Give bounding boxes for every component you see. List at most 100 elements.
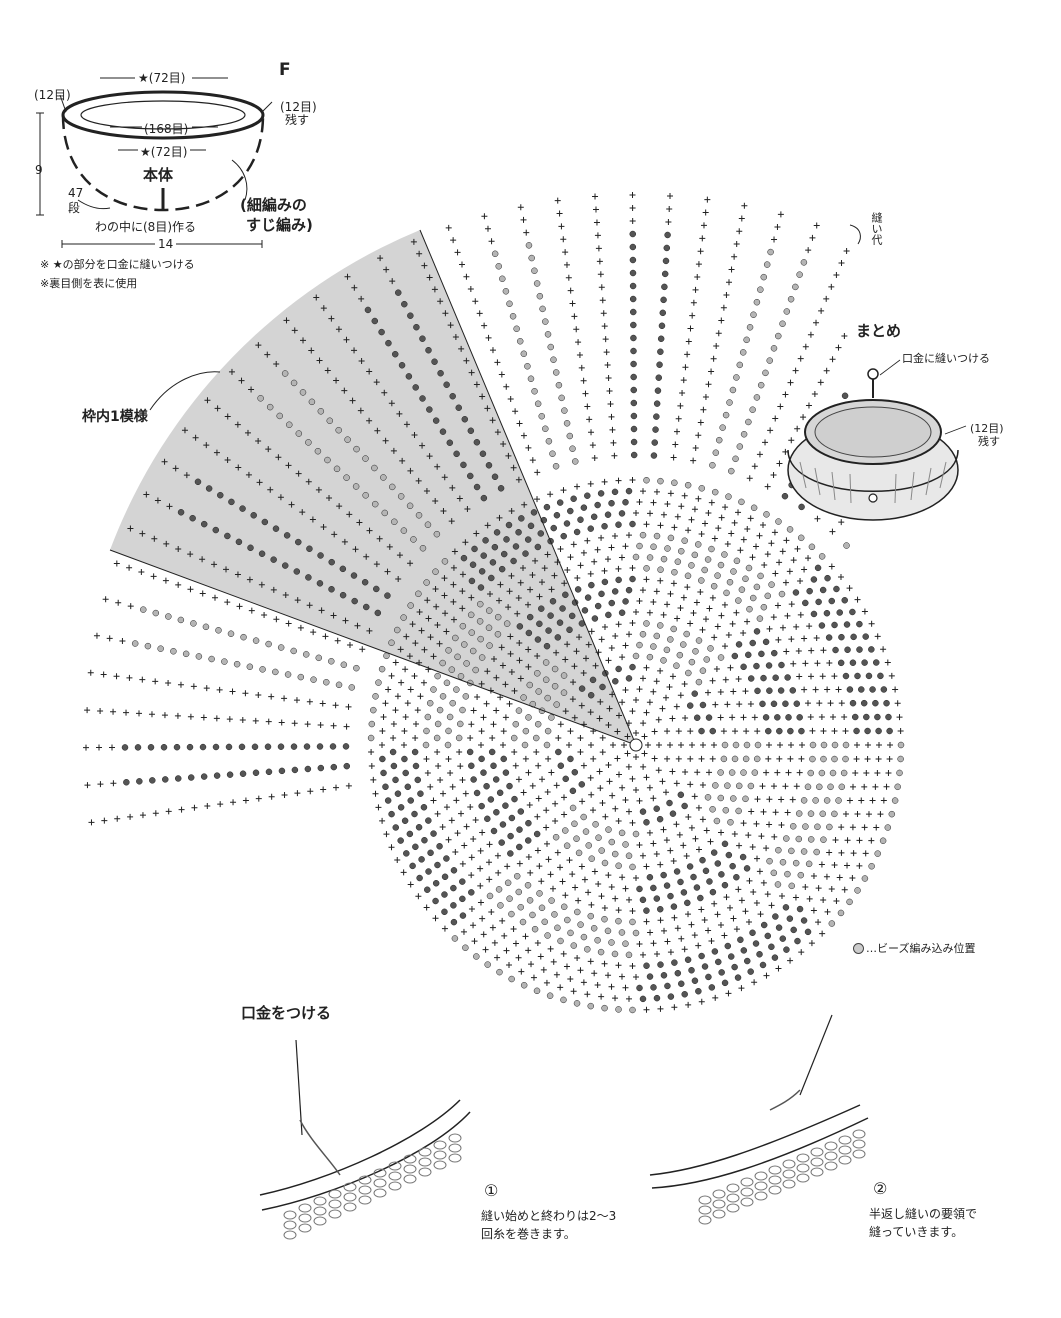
bead-mark [520, 982, 528, 989]
bead-mark [293, 568, 301, 575]
stitch-mark [328, 315, 335, 322]
bead-mark [788, 847, 795, 855]
stitch-mark [545, 755, 552, 762]
stitch-mark [854, 811, 861, 818]
bead-mark [815, 598, 822, 606]
bead-mark [516, 338, 524, 345]
bead-mark [658, 322, 666, 330]
stitch-mark [872, 783, 879, 790]
bead-mark [844, 646, 851, 654]
stitch-mark [562, 656, 569, 663]
bead-mark [646, 653, 654, 661]
stitch-mark [457, 810, 464, 817]
bead-mark [486, 642, 493, 649]
bead-mark [854, 887, 861, 894]
bead-mark [897, 741, 905, 749]
bead-mark [493, 529, 501, 536]
stitch-mark [809, 234, 816, 241]
stitch-mark [708, 368, 715, 375]
stitch-mark [295, 470, 302, 477]
bead-mark [818, 769, 826, 777]
bead-mark [472, 666, 479, 674]
bead-mark [526, 681, 534, 689]
stitch-mark [671, 1004, 678, 1011]
stitch-mark [802, 343, 809, 350]
stitch-mark [585, 889, 592, 896]
bead-mark [413, 323, 420, 331]
bead-mark [452, 634, 459, 642]
bead-mark [653, 532, 661, 540]
stitch-mark [562, 708, 569, 715]
stitch-mark [595, 880, 602, 887]
stitch-mark [770, 472, 777, 479]
stitch-mark [434, 621, 441, 628]
stitch-mark [831, 862, 838, 869]
bead-mark [525, 819, 532, 827]
stitch-mark [675, 415, 682, 422]
bead-mark [537, 530, 545, 537]
stitch-mark [343, 336, 350, 343]
bead-mark [691, 977, 699, 984]
stitch-mark [377, 255, 384, 262]
stitch-mark [720, 728, 727, 735]
stitch-mark [498, 371, 505, 378]
stitch-mark [414, 707, 421, 714]
bead-mark [450, 918, 458, 926]
stitch-mark [758, 833, 765, 840]
stitch-mark [594, 546, 601, 553]
bead-mark [317, 764, 325, 772]
bead-mark [531, 388, 538, 395]
stitch-mark [309, 516, 316, 523]
stitch-mark [423, 487, 430, 494]
bead-mark [858, 686, 865, 693]
bead-mark [771, 649, 778, 657]
bead-mark [753, 662, 760, 670]
stitch-mark [547, 491, 554, 498]
bead-mark [753, 583, 761, 591]
bead-mark [189, 514, 196, 522]
bead-mark [759, 700, 766, 708]
stitch-mark [711, 900, 718, 907]
stitch-mark [595, 649, 602, 656]
stitch-mark [523, 229, 530, 236]
stitch-mark [425, 666, 432, 673]
stitch-mark [161, 458, 168, 465]
bead-mark [601, 1004, 608, 1012]
stitch-mark [698, 755, 705, 762]
bead-mark [618, 829, 626, 837]
bead-mark [629, 230, 637, 238]
bead-mark [823, 609, 831, 617]
stitch-mark [663, 789, 670, 796]
bead-mark [715, 958, 722, 966]
bead-mark [502, 288, 510, 295]
bead-mark [707, 645, 714, 652]
stitch-mark [476, 310, 483, 317]
bead-mark [433, 734, 441, 742]
stitch-mark [525, 663, 532, 670]
stitch-mark [234, 421, 241, 428]
stitch-mark [435, 763, 442, 770]
stitch-mark [640, 763, 647, 770]
stitch-mark [495, 869, 502, 876]
bead-mark [542, 659, 550, 666]
stitch-mark [813, 634, 820, 641]
bead-mark [491, 543, 499, 551]
bead-mark [749, 406, 756, 413]
bead-mark [864, 727, 871, 735]
stitch-mark [460, 928, 467, 935]
bead-mark [622, 940, 629, 947]
stitch-mark [576, 352, 583, 359]
bead-mark [646, 874, 654, 881]
stitch-mark [299, 509, 306, 516]
stitch-mark [335, 326, 342, 333]
bead-mark [515, 888, 523, 896]
stitch-mark [777, 211, 784, 218]
stitch-mark [534, 940, 541, 947]
stitch-mark [636, 499, 643, 506]
bead-mark [667, 636, 674, 643]
bead-mark [690, 873, 697, 881]
stitch-mark [529, 782, 536, 789]
bead-mark [724, 782, 731, 789]
bead-mark [758, 650, 765, 658]
stitch-mark [252, 717, 259, 724]
